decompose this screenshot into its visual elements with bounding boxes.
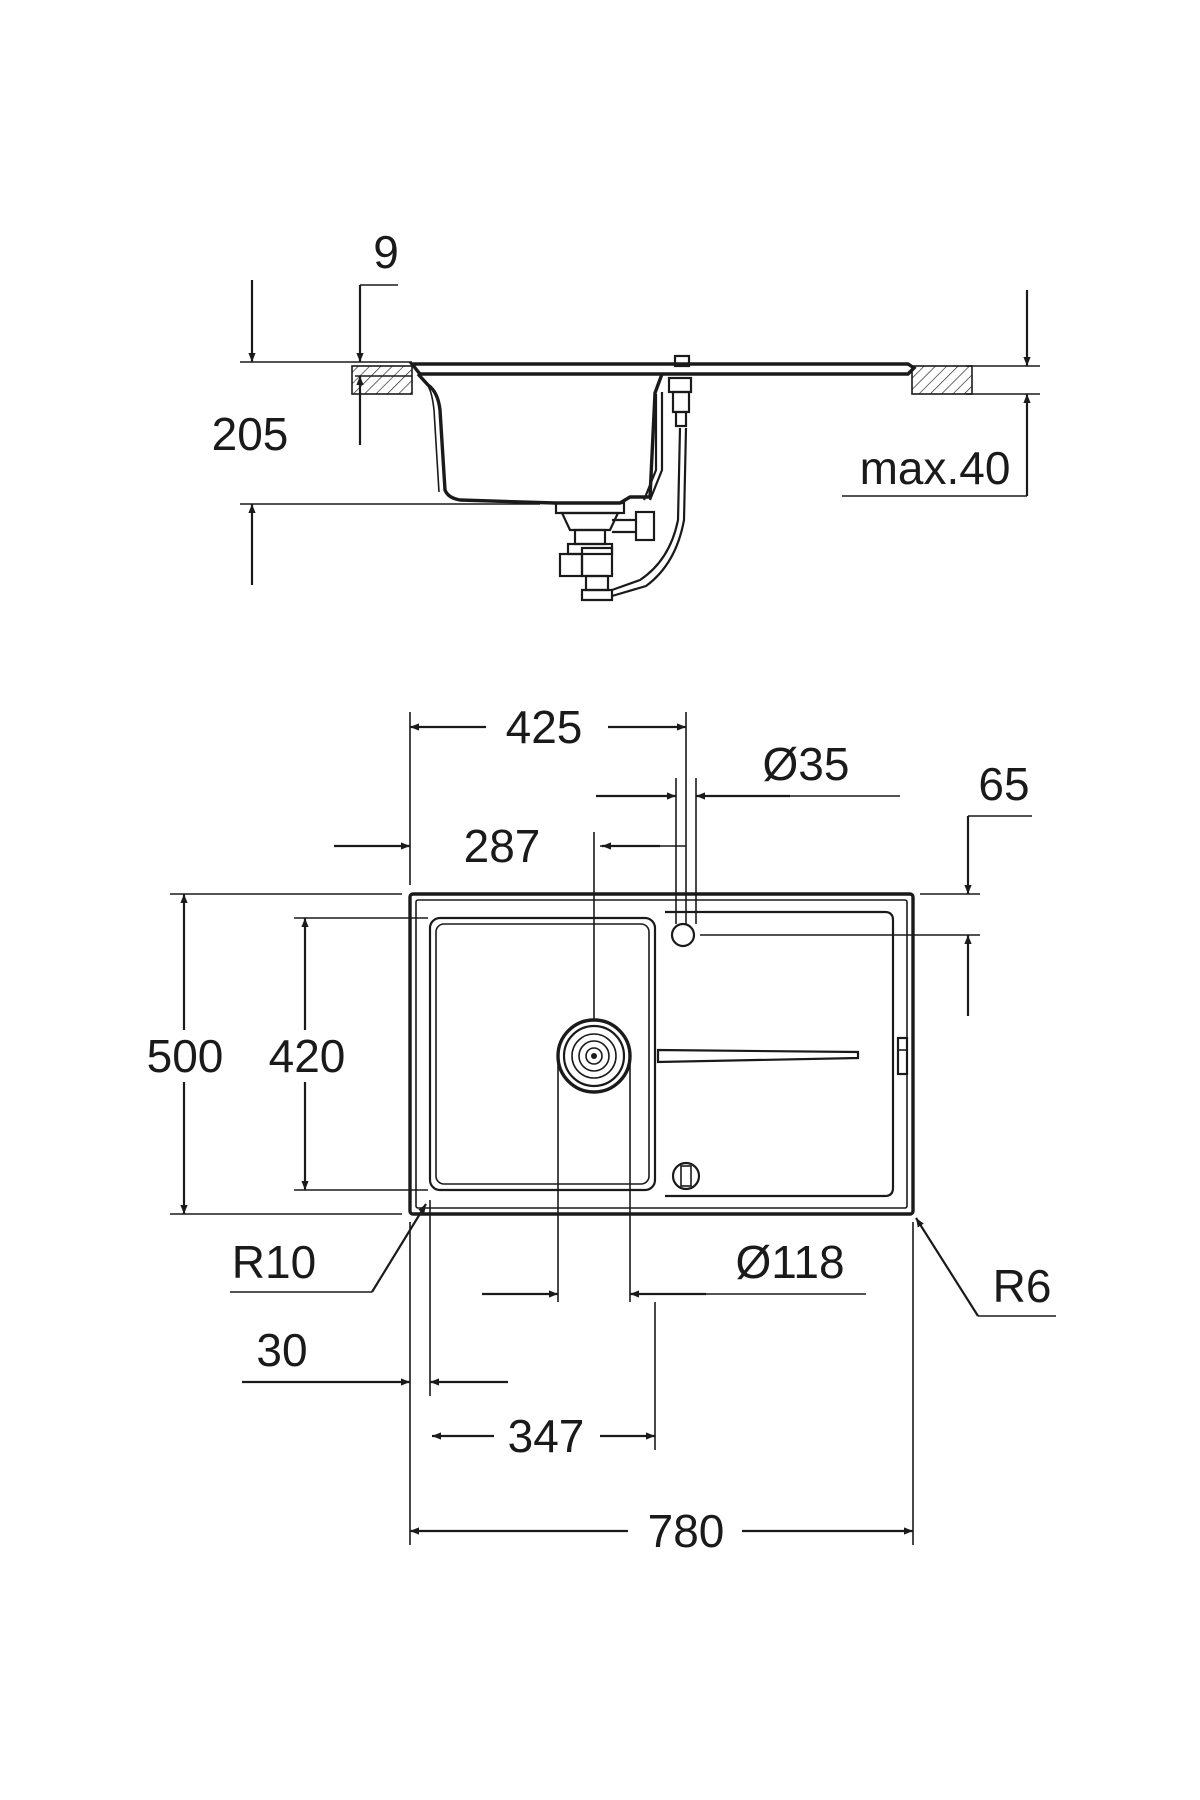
label-tap-hole-edge: 65 bbox=[978, 758, 1029, 810]
label-bowl-offset: 425 bbox=[506, 701, 583, 753]
label-edge-30: 30 bbox=[256, 1324, 307, 1376]
label-rim-thickness: 9 bbox=[373, 226, 399, 278]
sink-rim bbox=[408, 362, 917, 376]
side-view: 9 205 max.40 bbox=[212, 226, 1040, 602]
bowl-profile bbox=[416, 372, 664, 505]
overflow-fitting bbox=[611, 354, 693, 598]
waste-strainer bbox=[556, 1018, 632, 1094]
label-overall-width: 780 bbox=[648, 1505, 725, 1557]
dim-overall-depth: 500 bbox=[147, 893, 402, 1215]
dim-rim-thickness: 9 bbox=[240, 226, 412, 445]
dim-drain-offset: 287 bbox=[334, 820, 686, 1020]
label-tap-hole-diameter: Ø35 bbox=[763, 738, 850, 790]
dim-corner-radius-left: R10 bbox=[230, 1203, 427, 1293]
label-bowl-width: 347 bbox=[508, 1410, 585, 1462]
dim-overall-width: 780 bbox=[409, 1222, 914, 1557]
side-notch bbox=[896, 1036, 909, 1076]
dim-bowl-width: 347 bbox=[432, 1302, 656, 1462]
label-bowl-depth: 205 bbox=[212, 408, 289, 460]
dim-tap-hole-diameter: Ø35 bbox=[596, 738, 900, 924]
label-drain-offset: 287 bbox=[464, 820, 541, 872]
worktop-right bbox=[911, 365, 973, 395]
dim-waste-diameter: Ø118 bbox=[482, 1062, 866, 1302]
label-bowl-depth-inner: 420 bbox=[269, 1030, 346, 1082]
dim-bowl-depth-inner: 420 bbox=[269, 917, 428, 1191]
label-waste-diameter: Ø118 bbox=[735, 1236, 844, 1288]
dim-tap-hole-edge: 65 bbox=[700, 758, 1032, 1016]
sink-outline-inner bbox=[415, 899, 908, 1209]
label-corner-radius-right: R6 bbox=[993, 1260, 1052, 1312]
sink-outline bbox=[408, 892, 915, 1216]
dim-edge-30: 30 bbox=[242, 1200, 508, 1396]
bowl-profile-inner bbox=[427, 385, 440, 493]
drainer-outline bbox=[665, 910, 895, 1198]
top-view: 425 Ø35 287 65 bbox=[147, 701, 1056, 1557]
bowl-outline bbox=[428, 916, 657, 1192]
dim-max-worktop: max.40 bbox=[842, 290, 1040, 497]
label-corner-radius-left: R10 bbox=[232, 1236, 316, 1288]
dim-bowl-depth: 205 bbox=[212, 280, 540, 585]
drainer-groove bbox=[656, 1048, 860, 1064]
waste-fitting bbox=[554, 501, 656, 602]
bowl-outline-inner bbox=[435, 923, 650, 1185]
dim-corner-radius-right: R6 bbox=[915, 1217, 1056, 1317]
tap-hole bbox=[670, 922, 696, 948]
label-overall-depth: 500 bbox=[147, 1030, 224, 1082]
label-max-worktop: max.40 bbox=[860, 442, 1011, 494]
dim-bowl-offset: 425 bbox=[409, 701, 687, 924]
overflow-hole bbox=[671, 1161, 701, 1191]
